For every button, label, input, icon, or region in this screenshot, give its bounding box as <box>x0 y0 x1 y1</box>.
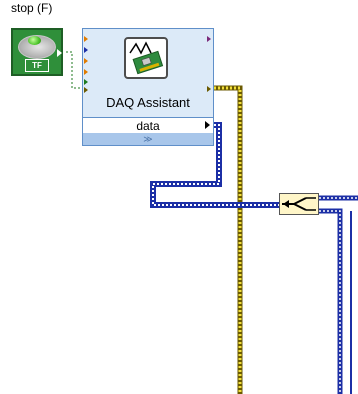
output-terminal-arrow-icon[interactable] <box>57 49 62 57</box>
input-pin-icon[interactable] <box>84 47 88 53</box>
input-pin-icon[interactable] <box>84 36 88 42</box>
data-output-arrow-icon <box>205 121 210 129</box>
merge-signals-icon <box>282 197 316 211</box>
error-wire[interactable] <box>214 85 243 394</box>
daq-assistant-icon <box>124 37 168 79</box>
boolean-type-badge: TF <box>25 59 49 72</box>
boolean-wire[interactable] <box>66 51 83 89</box>
daq-assistant-node[interactable]: DAQ Assistant data ≫ <box>82 28 214 146</box>
input-pin-icon[interactable] <box>84 69 88 75</box>
node-expander-chevron-icon[interactable]: ≫ <box>83 133 213 145</box>
output-pin-icon[interactable] <box>207 36 211 42</box>
boolean-led-icon <box>28 36 41 45</box>
dynamic-data-wire[interactable] <box>150 122 279 208</box>
daq-assistant-title: DAQ Assistant <box>106 95 190 110</box>
input-pin-icon[interactable] <box>84 87 88 93</box>
stop-button-terminal[interactable]: TF <box>11 28 63 76</box>
input-pin-icon[interactable] <box>84 58 88 64</box>
error-out-pin-icon[interactable] <box>207 86 211 92</box>
merge-output-wire[interactable] <box>319 195 358 394</box>
stop-control-label: stop (F) <box>11 1 53 15</box>
data-output-terminal[interactable]: data <box>83 117 213 135</box>
merge-signals-node[interactable] <box>279 193 319 215</box>
input-pin-icon[interactable] <box>84 79 88 85</box>
